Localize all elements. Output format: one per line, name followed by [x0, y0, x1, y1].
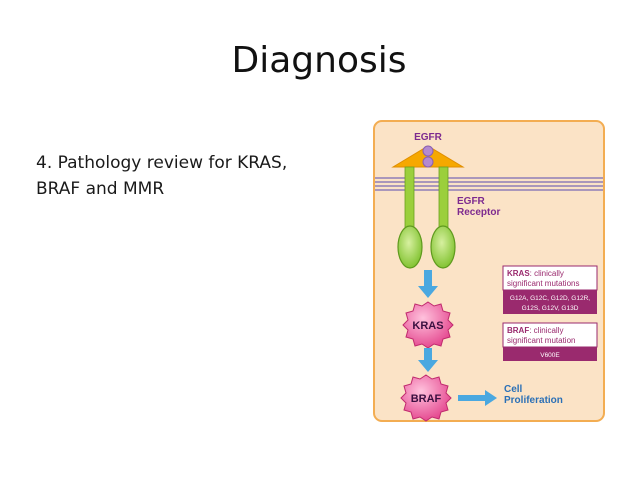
receptor-stalk-left	[404, 166, 415, 235]
kras-mutations-line-1: G12A, G12C, G12D, G12R,	[510, 295, 590, 302]
kras-mutations-line-2: G12S, G12V, G13D	[522, 305, 579, 312]
kras-mutation-box: KRAS: clinically significant mutations G…	[502, 265, 598, 314]
arrow-kras-to-braf	[418, 348, 438, 372]
kras-node-label: KRAS	[412, 320, 443, 332]
receptor-label-line-2: Receptor	[457, 207, 500, 218]
kras-box-keyword: KRAS	[507, 269, 530, 278]
bullet-line-1: 4. Pathology review for KRAS,	[36, 153, 288, 173]
bullet-line-2: BRAF and MMR	[36, 179, 165, 199]
arrow-braf-to-proliferation	[458, 390, 497, 406]
receptor-stalk-right	[438, 166, 449, 235]
ligand-circle-bottom	[422, 156, 434, 168]
slide-title: Diagnosis	[231, 40, 407, 81]
output-label-line-2: Proliferation	[504, 395, 563, 406]
receptor-domain-left	[397, 225, 423, 269]
braf-box-title-line-2: significant mutation	[507, 336, 575, 345]
braf-mutation-value: V600E	[540, 352, 560, 359]
egfr-pathway-figure: EGFR EGFR Receptor KRAS BRAF	[373, 120, 605, 422]
braf-node-shape	[400, 374, 452, 422]
bullet-text: 4. Pathology review for KRAS, BRAF and M…	[36, 150, 336, 202]
braf-box-title-rest: : clinically	[529, 326, 563, 335]
braf-mutation-box: BRAF: clinically significant mutation V6…	[502, 322, 598, 361]
output-label-line-1: Cell	[504, 384, 523, 395]
braf-box-keyword: BRAF	[507, 326, 529, 335]
pathway-svg: EGFR EGFR Receptor KRAS BRAF	[373, 120, 605, 422]
kras-box-title-line-2: significant mutations	[507, 279, 579, 288]
braf-node-label: BRAF	[411, 393, 442, 405]
egfr-ligand-label: EGFR	[414, 132, 443, 143]
svg-text:KRAS: clinically: KRAS: clinically	[507, 269, 564, 278]
kras-box-title-rest: : clinically	[530, 269, 564, 278]
svg-text:BRAF: clinically: BRAF: clinically	[507, 326, 563, 335]
receptor-domain-right	[430, 225, 456, 269]
receptor-label-line-1: EGFR	[457, 196, 486, 207]
arrow-receptor-to-kras	[418, 270, 438, 298]
ligand-circle-top	[422, 145, 434, 157]
